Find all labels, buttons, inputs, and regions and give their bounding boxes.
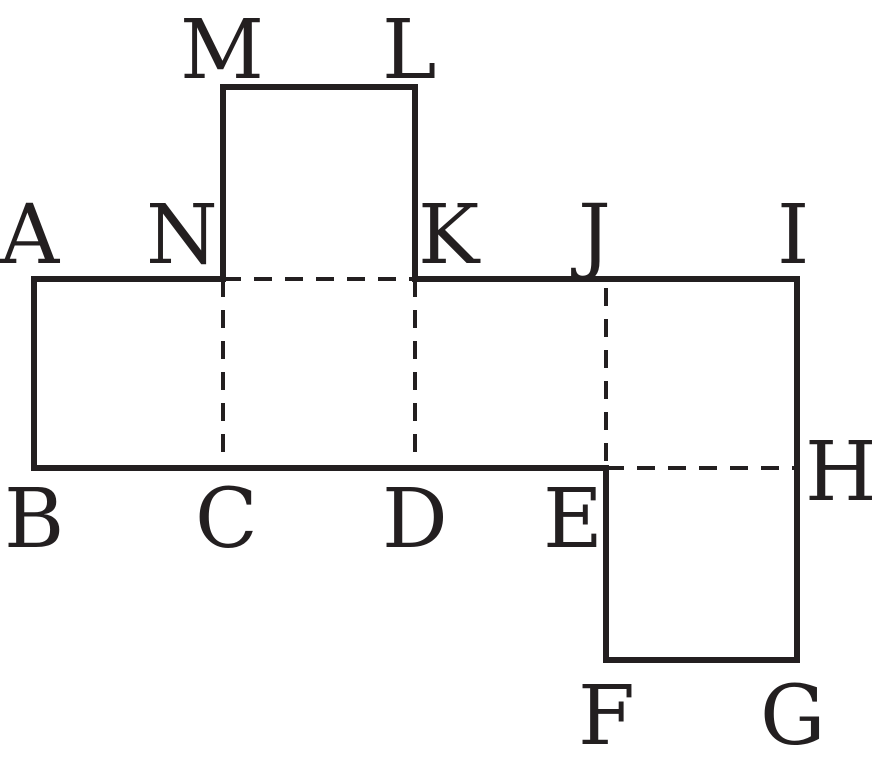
vertex-label-f: F bbox=[578, 669, 635, 764]
vertex-label-d: D bbox=[382, 472, 448, 567]
vertex-label-m: M bbox=[180, 3, 264, 98]
vertex-label-j: J bbox=[571, 188, 611, 283]
vertex-label-l: L bbox=[382, 3, 436, 98]
vertex-label-i: I bbox=[777, 188, 809, 283]
vertex-label-g: G bbox=[760, 669, 826, 764]
vertex-label-n: N bbox=[146, 188, 218, 283]
vertex-label-k: K bbox=[418, 188, 481, 283]
vertex-label-e: E bbox=[543, 472, 603, 567]
vertex-label-a: A bbox=[0, 188, 61, 283]
vertex-label-b: B bbox=[4, 472, 64, 567]
vertex-label-h: H bbox=[805, 425, 877, 520]
vertex-label-c: C bbox=[195, 472, 258, 567]
